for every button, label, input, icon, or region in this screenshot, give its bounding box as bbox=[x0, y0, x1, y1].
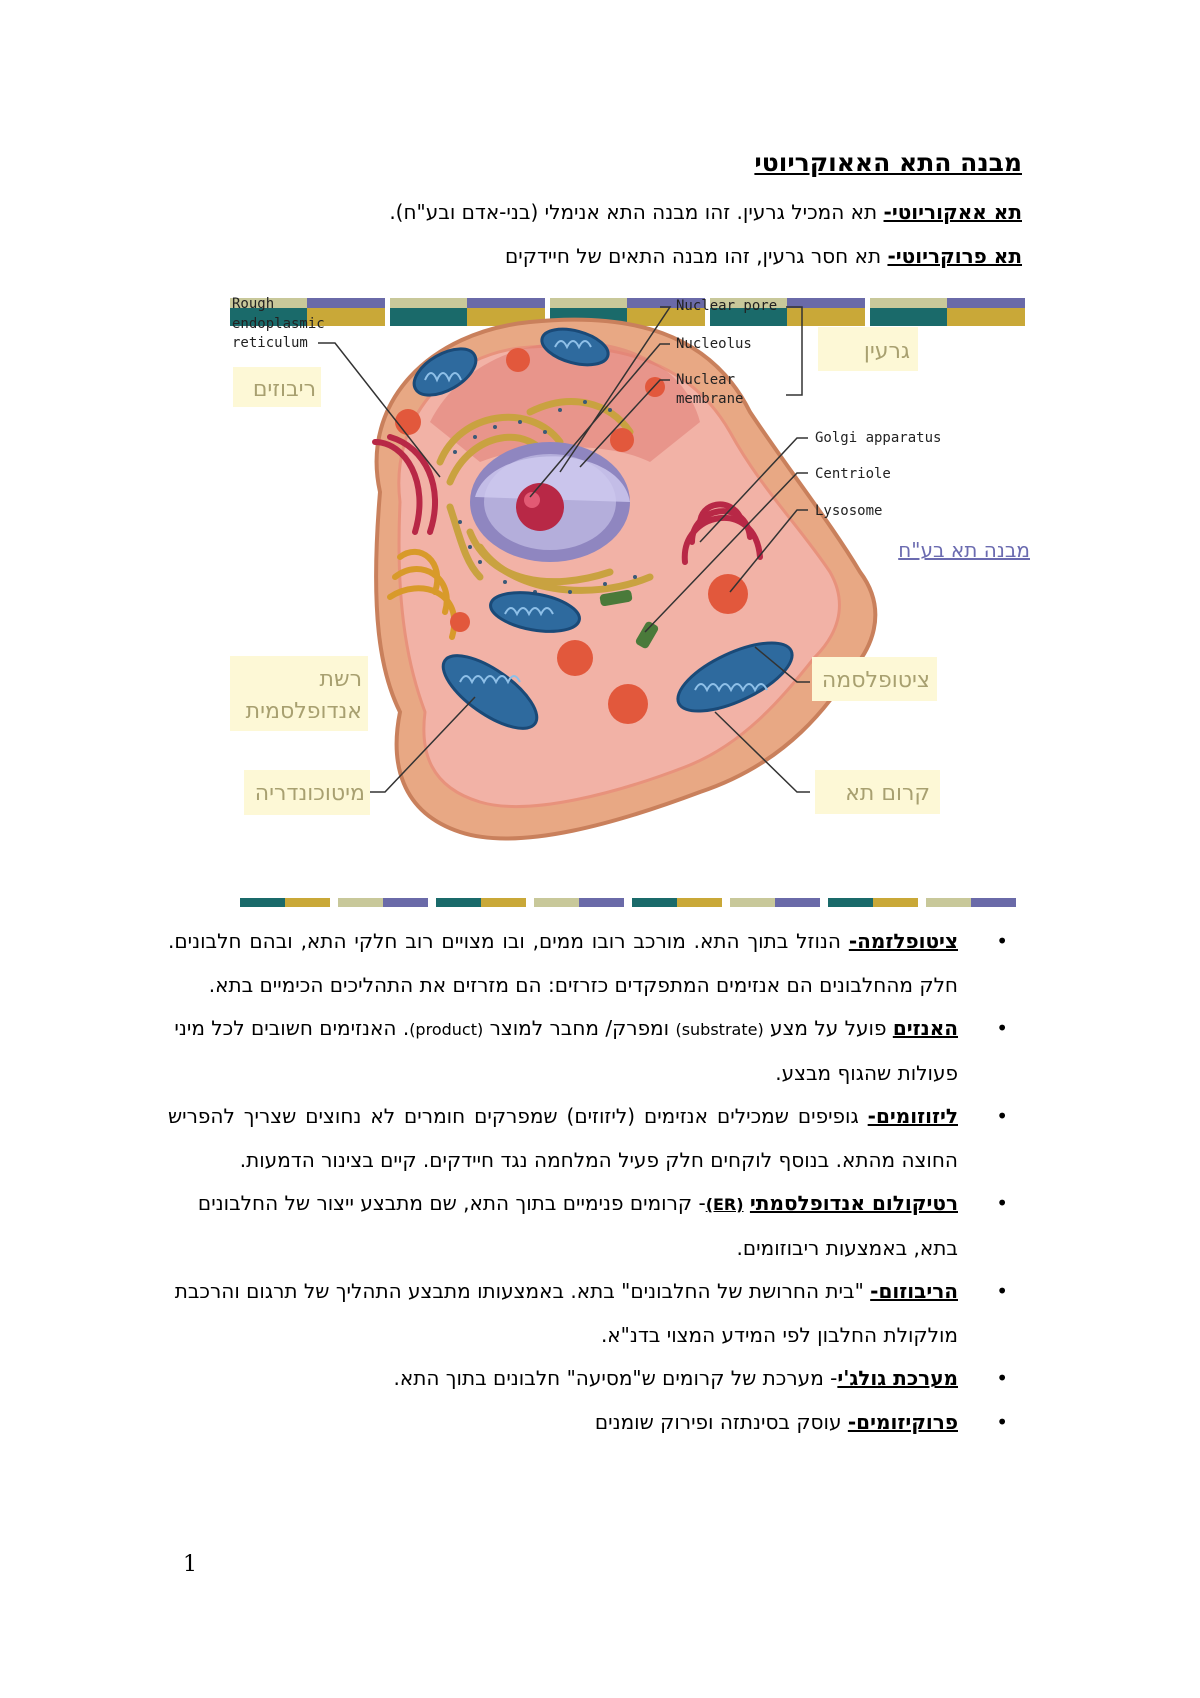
item-text: ומפרק/ מחבר למוצר bbox=[483, 1016, 676, 1040]
list-item-cytoplasm: • ציטופלזמה- הנוזל בתוך התא. מורכב רובו … bbox=[168, 920, 1008, 1007]
bullet: • bbox=[996, 1191, 1008, 1215]
label-cytoplasm-he: ציטופלסמה bbox=[822, 668, 930, 693]
golgi-red bbox=[372, 434, 763, 565]
item-text: . האנזימים חשובים לכל מיני פעולות שהגוף … bbox=[174, 1016, 958, 1085]
hebrew-label-boxes bbox=[230, 327, 940, 815]
leader-lines bbox=[318, 306, 810, 793]
definition-prokaryote: תא פרוקריוטי- תא חסר גרעין, זהו מבנה התא… bbox=[122, 244, 1022, 268]
bullet: • bbox=[996, 1279, 1008, 1303]
mitochondria bbox=[412, 327, 794, 730]
figure-caption: מבנה תא בע"ח bbox=[898, 538, 1030, 562]
bullet: • bbox=[996, 1409, 1008, 1434]
cell-body bbox=[374, 317, 878, 841]
list-item-peroxisomes: • פרוקיזומים- עוסק בסינתזה ופירוק שומנים bbox=[168, 1401, 1008, 1445]
label-ribosomes-he: ריבוזים bbox=[253, 377, 316, 402]
label-rough-er-3: reticulum bbox=[232, 335, 308, 351]
item-text: - מערכת של קרומים ש"מסיעה" חלבונים בתוך … bbox=[393, 1366, 838, 1390]
label-centriole: Centriole bbox=[815, 466, 891, 482]
list-item-er: • רטיקולום אנדופלסמתי (ER)- קרומים פנימי… bbox=[168, 1182, 1008, 1270]
nucleus bbox=[470, 442, 630, 562]
bullet: • bbox=[996, 929, 1008, 953]
animal-cell-figure: Rough endoplasmic reticulum Nuclear pore… bbox=[230, 296, 1030, 907]
organelle-list: • ציטופלזמה- הנוזל בתוך התא. מורכב רובו … bbox=[168, 920, 1009, 1445]
page-title: מבנה התא האאוקריוטי bbox=[754, 148, 1022, 177]
term: האנזים bbox=[892, 1016, 958, 1040]
label-er-he-2: אנדופלסמית bbox=[246, 699, 362, 724]
label-nucleolus: Nucleolus bbox=[676, 336, 752, 352]
english-term: (substrate) bbox=[675, 1020, 764, 1039]
page-number: 1 bbox=[183, 1552, 197, 1577]
label-golgi: Golgi apparatus bbox=[815, 430, 941, 446]
term: ציטופלזמה- bbox=[848, 929, 958, 953]
term: פרוקיזומים- bbox=[847, 1409, 958, 1434]
list-item-ribosome: • הריבוזום- "בית החרושת של החלבונים" בתא… bbox=[168, 1270, 1008, 1357]
ribosome-dots bbox=[453, 400, 637, 594]
label-rough-er-1: Rough bbox=[232, 296, 274, 312]
label-rough-er-2: endoplasmic bbox=[232, 316, 325, 332]
definition-term: תא פרוקריוטי- bbox=[887, 244, 1022, 268]
item-text: גופיפים שמכילים אנזימים (ליזוזים) שמפרקי… bbox=[168, 1104, 958, 1172]
label-nuclear-membrane-1: Nuclear bbox=[676, 372, 735, 388]
definition-term: תא אאקוריוטי- bbox=[883, 200, 1022, 224]
item-text: פועל על מצע bbox=[763, 1016, 893, 1040]
english-term: (ER) bbox=[705, 1195, 744, 1214]
label-mitochondria-he: מיטוכונדריה bbox=[255, 781, 365, 806]
term: מערכת גולג'י bbox=[837, 1366, 958, 1390]
label-cell-membrane-he: קרום תא bbox=[845, 781, 930, 806]
nucleolus bbox=[516, 483, 564, 531]
list-item-golgi: • מערכת גולג'י- מערכת של קרומים ש"מסיעה"… bbox=[168, 1357, 1009, 1401]
lysosomes bbox=[395, 348, 748, 724]
term: הריבוזום- bbox=[870, 1279, 958, 1303]
item-text: - קרומים פנימיים בתוך התא, שם מתבצע ייצו… bbox=[197, 1191, 958, 1260]
bullet: • bbox=[996, 1366, 1008, 1390]
bullet: • bbox=[996, 1104, 1008, 1128]
definition-text: תא המכיל גרעין. זהו מבנה התא אנימלי (בני… bbox=[389, 200, 884, 224]
item-text: "בית החרושת של החלבונים" בתא. באמצעותו מ… bbox=[174, 1279, 958, 1347]
label-nuclear-membrane-2: membrane bbox=[676, 391, 743, 407]
term: רטיקולום אנדופלסמתי bbox=[749, 1191, 958, 1215]
item-text: עוסק בסינתזה ופירוק שומנים bbox=[594, 1409, 848, 1434]
label-nuclear-pore: Nuclear pore bbox=[676, 298, 777, 314]
term: ליזוזומים- bbox=[867, 1104, 958, 1128]
label-nucleus-he: גרעין bbox=[864, 339, 910, 364]
bullet: • bbox=[996, 1016, 1008, 1040]
english-term: (product) bbox=[409, 1020, 484, 1039]
top-stripes bbox=[230, 298, 1025, 326]
centriole bbox=[599, 589, 659, 649]
definition-text: תא חסר גרעין, זהו מבנה התאים של חיידקים bbox=[505, 244, 888, 268]
label-er-he-1: רשת bbox=[320, 667, 362, 692]
list-item-lysosomes: • ליזוזומים- גופיפים שמכילים אנזימים (לי… bbox=[168, 1095, 1008, 1182]
label-lysosome: Lysosome bbox=[815, 503, 882, 519]
item-text: הנוזל בתוך התא. מורכב רובו ממים, ובו מצו… bbox=[168, 929, 958, 997]
definition-eukaryote: תא אאקוריוטי- תא המכיל גרעין. זהו מבנה ה… bbox=[122, 200, 1022, 224]
bottom-stripes bbox=[240, 898, 1016, 907]
list-item-enzyme: • האנזים פועל על מצע (substrate) ומפרק/ … bbox=[168, 1007, 1008, 1095]
